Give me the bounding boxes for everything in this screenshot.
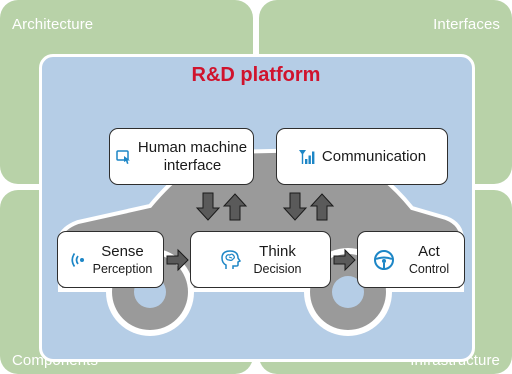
think-label: Think [259, 242, 296, 260]
sense-label: Sense [101, 242, 144, 260]
label-interfaces: Interfaces [433, 16, 500, 33]
steering-wheel-icon [373, 249, 395, 271]
wireless-wave-icon [69, 251, 87, 269]
sense-sub-label: Perception [92, 261, 153, 276]
act-label: Act [418, 242, 440, 260]
signal-bars-icon [298, 148, 316, 166]
act-sub-label: Control [408, 261, 450, 276]
communication-box: Communication [276, 128, 448, 185]
label-architecture: Architecture [12, 16, 94, 33]
platform-title: R&D platform [191, 64, 321, 86]
touch-screen-icon [116, 149, 132, 165]
hmi-label-line2: interface [163, 156, 222, 174]
think-sub-label: Decision [253, 261, 302, 276]
think-box: Think Decision [190, 231, 331, 288]
act-box: Act Control [357, 231, 465, 288]
hmi-box: Human machine interface [109, 128, 254, 185]
hmi-label-line1: Human machine [137, 138, 248, 156]
sense-box: Sense Perception [57, 231, 164, 288]
brain-head-icon [220, 249, 242, 271]
communication-label: Communication [321, 147, 427, 165]
